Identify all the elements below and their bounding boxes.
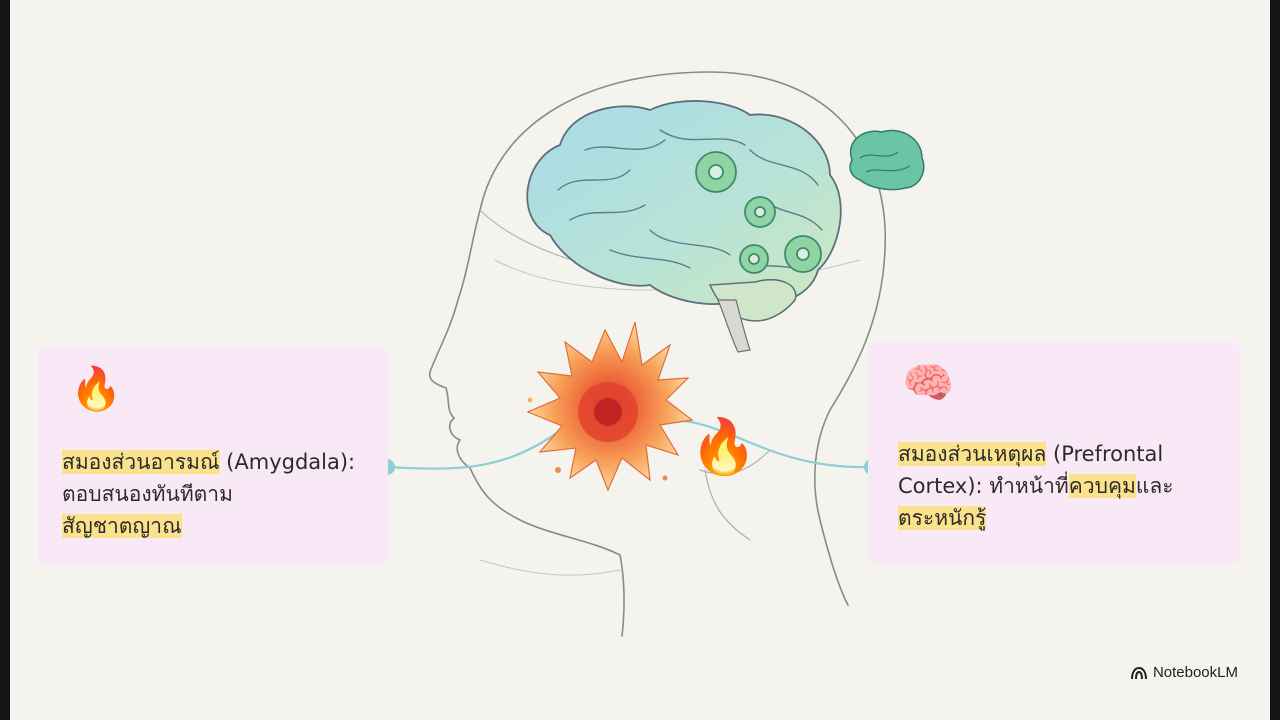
brand-label: NotebookLM: [1152, 664, 1238, 681]
fire-icon: 🔥: [690, 415, 758, 478]
amygdala-term: สมองส่วนอารมณ์: [62, 450, 220, 474]
amygdala-description: สมองส่วนอารมณ์ (Amygdala): ตอบสนองทันทีต…: [62, 446, 382, 542]
prefrontal-description: สมองส่วนเหตุผล (Prefrontal Cortex): ทำหน…: [898, 438, 1218, 534]
prefrontal-line-3: ตระหนักรู้: [898, 506, 987, 530]
amygdala-fire-illustration: [526, 321, 694, 492]
brain-icon: 🧠: [902, 358, 955, 407]
notebooklm-logo: NotebookLM: [1130, 664, 1238, 681]
prefrontal-term: สมองส่วนเหตุผล: [898, 442, 1047, 466]
amygdala-card: 🔥 สมองส่วนอารมณ์ (Amygdala): ตอบสนองทันท…: [38, 346, 388, 566]
fire-icon: 🔥: [70, 364, 123, 413]
prefrontal-term-en: (Prefrontal: [1046, 442, 1164, 466]
amygdala-line-2: ตอบสนองทันทีตาม: [62, 482, 233, 506]
small-brain-icon: [849, 129, 925, 191]
gear-icon: [695, 151, 822, 274]
prefrontal-control: ควบคุม: [1068, 474, 1136, 498]
prefrontal-line-2c: และ: [1135, 474, 1174, 498]
head-illustration: [379, 71, 925, 637]
connector-lines: [386, 418, 873, 470]
slide: 🔥 🔥 สมองส่วนอารมณ์ (Amygdala): ตอบสนองทั…: [10, 0, 1270, 720]
notebooklm-icon: [1130, 666, 1147, 679]
head-outline: [428, 71, 887, 637]
prefrontal-card: 🧠 สมองส่วนเหตุผล (Prefrontal Cortex): ทำ…: [868, 342, 1240, 564]
brain-illustration: [526, 100, 842, 353]
prefrontal-line-2a: Cortex): ทำหน้าที่: [898, 474, 1069, 498]
amygdala-term-en: (Amygdala):: [219, 450, 356, 474]
amygdala-line-3: สัญชาตญาณ: [62, 514, 182, 538]
